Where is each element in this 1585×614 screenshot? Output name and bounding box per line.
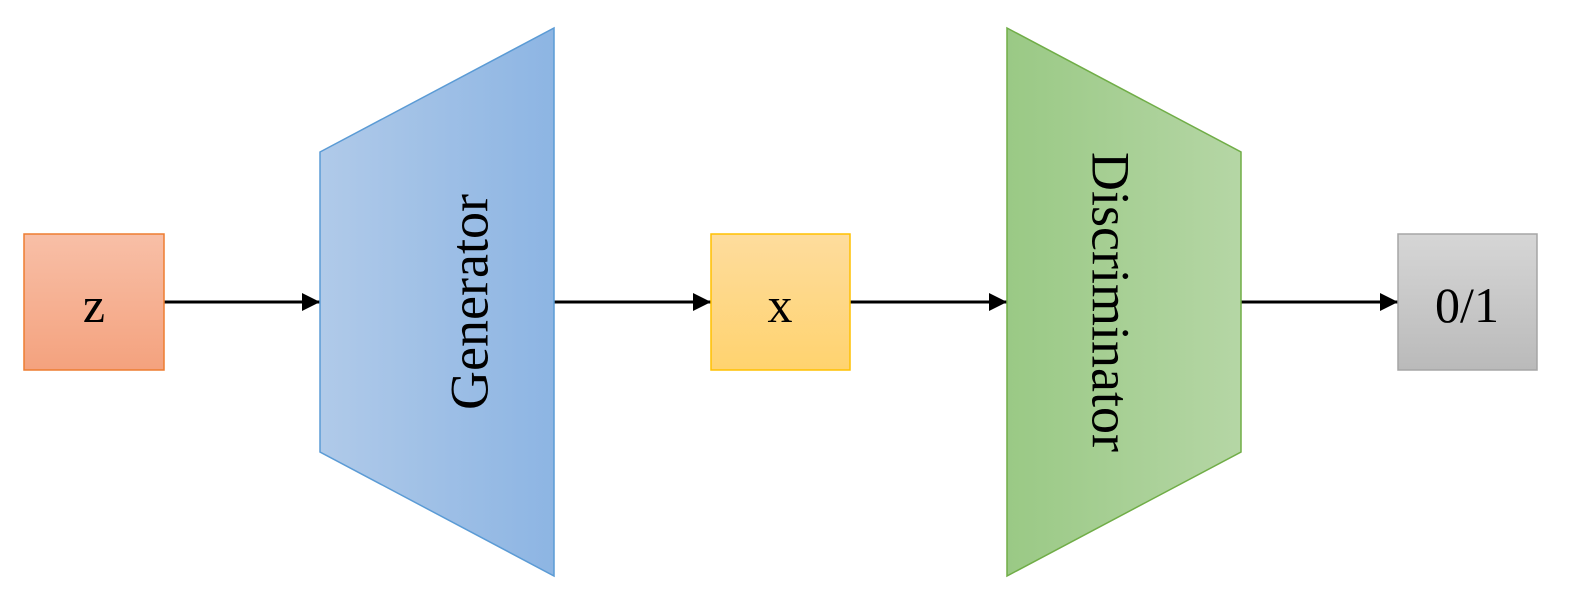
node-x-box bbox=[710, 233, 851, 371]
discriminator-label: Discriminator bbox=[1081, 152, 1141, 452]
node-z-label: z bbox=[83, 277, 105, 333]
node-x-label: x bbox=[768, 277, 793, 333]
generator-label: Generator bbox=[439, 194, 499, 410]
node-output-box bbox=[1397, 233, 1538, 371]
generator-trapezoid bbox=[319, 26, 555, 578]
node-x: x bbox=[710, 233, 851, 371]
node-output-label: 0/1 bbox=[1435, 277, 1499, 333]
node-generator: Generator bbox=[319, 26, 555, 578]
discriminator-trapezoid bbox=[1006, 26, 1242, 578]
node-output: 0/1 bbox=[1397, 233, 1538, 371]
node-discriminator: Discriminator bbox=[1006, 26, 1242, 578]
node-z: z bbox=[23, 233, 165, 371]
node-z-box bbox=[23, 233, 165, 371]
